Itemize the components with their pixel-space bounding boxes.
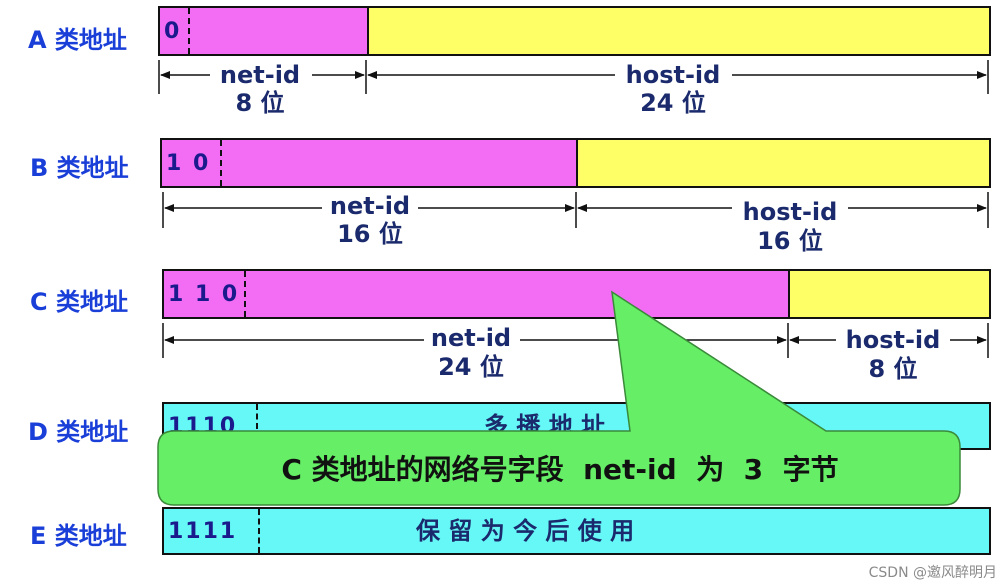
class-b-net-id-bits: 16 位 — [337, 220, 403, 248]
class-c-net-id-label: net-id — [430, 324, 512, 352]
class-c-net-id-field — [164, 271, 790, 317]
class-a-label: A 类地址 — [28, 26, 127, 54]
class-c-prefix-bits: 1 1 0 — [168, 281, 240, 307]
class-a-prefix-bits: 0 — [164, 18, 182, 44]
watermark: CSDN @邀风醉明月 — [868, 565, 997, 581]
class-a-net-id-label: net-id — [219, 61, 301, 89]
class-b-address-bar: 1 0 — [160, 138, 991, 188]
class-b-label: B 类地址 — [30, 154, 129, 182]
class-c-net-id-bits: 24 位 — [438, 353, 504, 381]
class-e-prefix-divider — [258, 509, 260, 553]
class-a-net-id-bits: 8 位 — [235, 89, 285, 117]
class-c-host-id-field — [790, 271, 989, 317]
class-e-address-bar: 1111 保 留 为 今 后 使 用 — [162, 507, 991, 555]
class-e-description: 保 留 为 今 后 使 用 — [416, 517, 635, 545]
class-e-label: E 类地址 — [30, 522, 127, 550]
class-c-label: C 类地址 — [30, 288, 128, 316]
class-b-net-id-field — [162, 140, 578, 186]
class-c-address-bar: 1 1 0 — [162, 269, 991, 319]
callout-text: C 类地址的网络号字段 net-id 为 3 字节 — [281, 453, 839, 486]
class-b-prefix-bits: 1 0 — [166, 150, 211, 176]
class-b-host-id-field — [578, 140, 989, 186]
class-a-host-id-field — [369, 8, 989, 54]
class-a-host-id-bits: 24 位 — [640, 89, 706, 117]
class-d-prefix-divider — [256, 404, 258, 448]
class-b-host-id-label: host-id — [742, 198, 838, 226]
class-b-prefix-divider — [220, 140, 222, 186]
class-a-prefix-divider — [188, 8, 190, 54]
class-a-address-bar: 0 — [158, 6, 991, 56]
class-c-prefix-divider — [244, 271, 246, 317]
class-e-prefix-bits: 1111 — [168, 518, 238, 544]
class-a-host-id-label: host-id — [625, 61, 721, 89]
class-d-label: D 类地址 — [28, 418, 129, 446]
class-b-net-id-label: net-id — [329, 192, 411, 220]
class-b-host-id-bits: 16 位 — [757, 227, 823, 255]
class-c-host-id-label: host-id — [845, 326, 941, 354]
class-c-host-id-bits: 8 位 — [868, 355, 918, 383]
class-a-net-id-field — [160, 8, 369, 54]
